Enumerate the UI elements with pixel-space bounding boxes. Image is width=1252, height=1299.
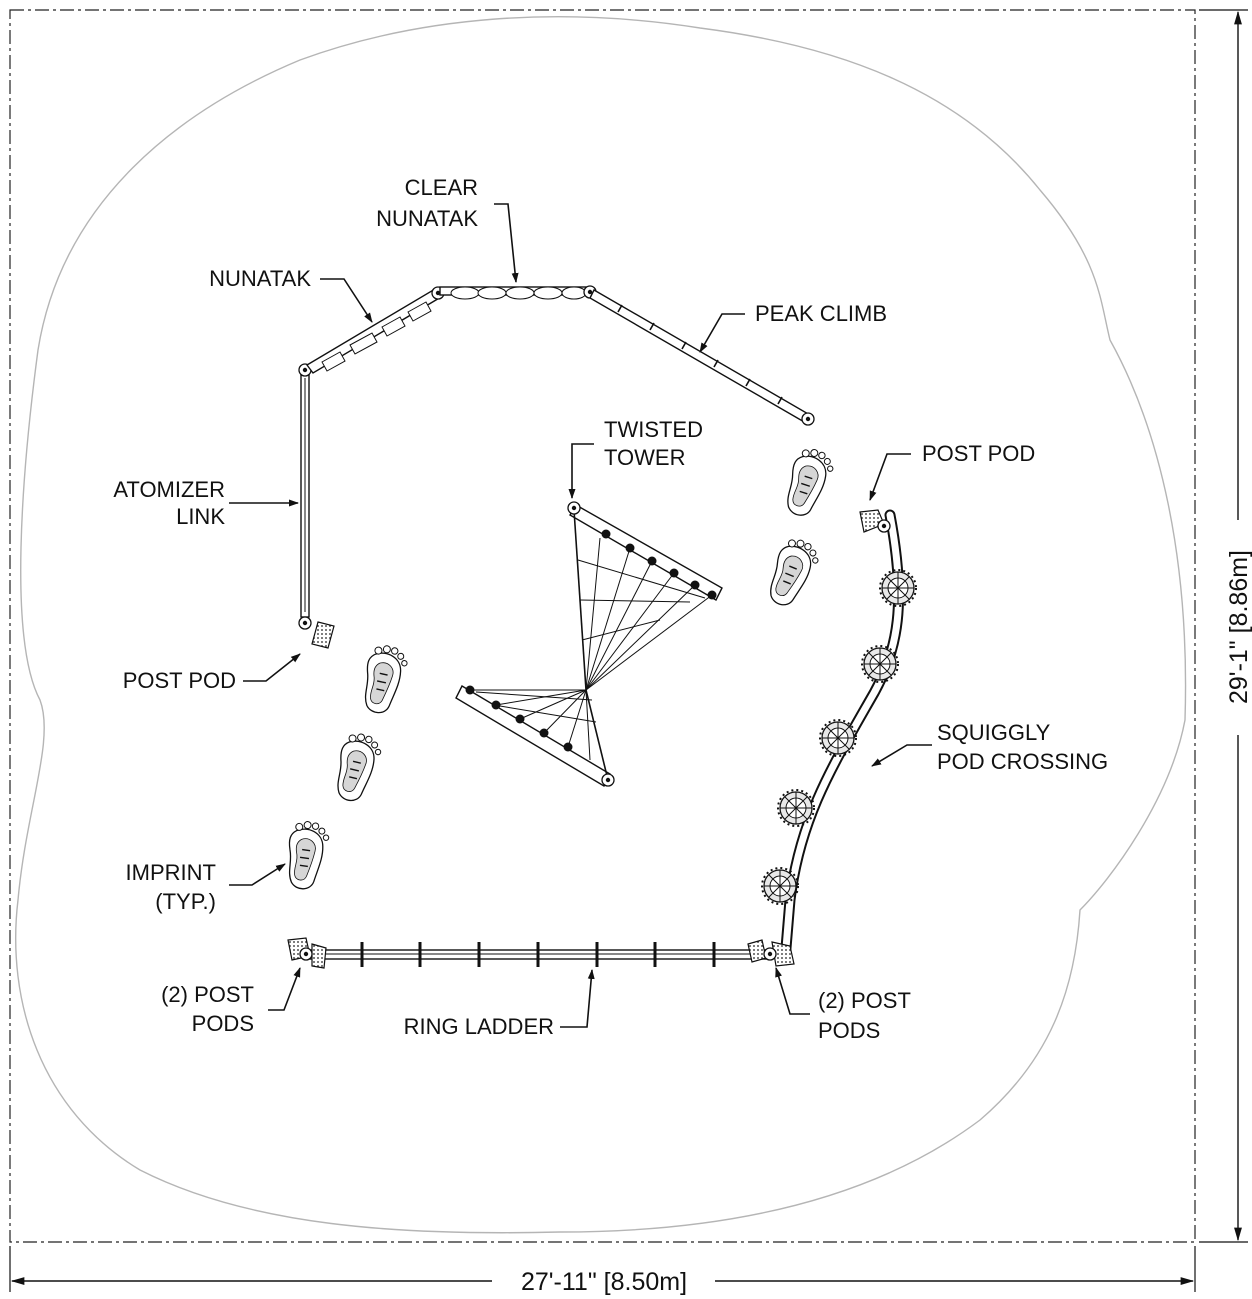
use-zone-boundary	[15, 16, 1187, 1234]
height-dimension-text: 29'-1" [8.86m]	[1225, 550, 1252, 704]
atomizer-link-label-line2: LINK	[176, 504, 225, 529]
ring-ladder	[287, 937, 795, 969]
clear-nunatak-label-line2: NUNATAK	[376, 206, 478, 231]
imprint-5	[282, 818, 332, 893]
squiggly-pod-crossing	[761, 509, 917, 966]
imprint-4	[329, 729, 385, 806]
height-dimension: 29'-1" [8.86m]	[1199, 9, 1252, 1243]
site-frame	[9, 9, 1196, 1243]
peak-climb-label: PEAK CLIMB	[755, 301, 887, 326]
clear-nunatak-label-line1: CLEAR	[405, 175, 478, 200]
imprint-3	[357, 641, 411, 718]
post-pod-left-label: POST POD	[123, 668, 236, 693]
clear-nunatak	[439, 285, 597, 300]
width-dimension-text: 27'-11" [8.50m]	[521, 1268, 687, 1296]
post-pods-left-label-line2: PODS	[192, 1011, 254, 1036]
twisted-tower-label-line1: TWISTED	[604, 417, 703, 442]
squiggly-pod-crossing-label-line2: POD CROSSING	[937, 749, 1108, 774]
post-pods-right-label-line1: (2) POST	[818, 988, 911, 1013]
post-pod-right-label: POST POD	[922, 441, 1035, 466]
squiggly-pod-crossing-label-line1: SQUIGGLY	[937, 720, 1051, 745]
atomizer-link-label-line1: ATOMIZER	[113, 477, 225, 502]
atomizer-link	[298, 363, 335, 649]
post-pods-left-label-line1: (2) POST	[161, 982, 254, 1007]
nunatak	[305, 286, 445, 374]
leader-lines	[229, 203, 932, 1028]
imprint-label-line1: IMPRINT	[126, 860, 216, 885]
nunatak-label: NUNATAK	[209, 266, 311, 291]
width-dimension: 27'-11" [8.50m]	[9, 1246, 1196, 1296]
twisted-tower	[455, 501, 723, 787]
peak-climb	[589, 289, 815, 426]
twisted-tower-label-line2: TOWER	[604, 445, 685, 470]
imprint-label-line2: (TYP.)	[155, 889, 216, 914]
imprint-2	[761, 533, 824, 613]
post-pods-right-label-line2: PODS	[818, 1018, 880, 1043]
post-pod-shape-left	[311, 621, 335, 649]
ring-ladder-label: RING LADDER	[404, 1014, 554, 1039]
imprint-1	[778, 444, 838, 522]
